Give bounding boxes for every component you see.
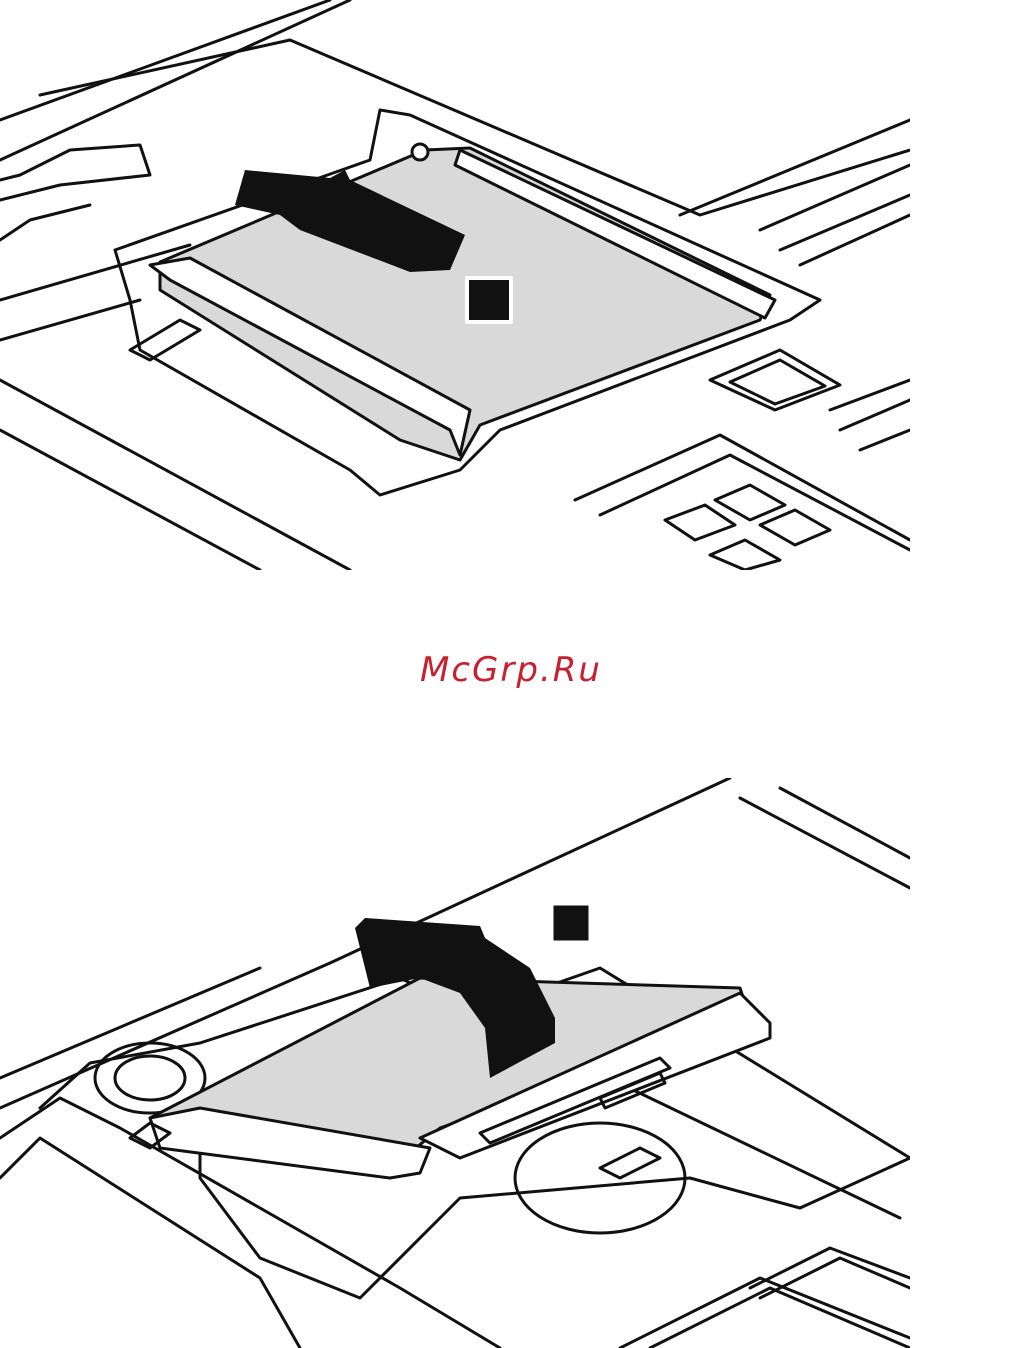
watermark: McGrp.Ru [0, 650, 1022, 690]
laptop-bottom-drawing-top [0, 0, 910, 570]
laptop-bottom-drawing-bottom [0, 778, 910, 1348]
step-badge [552, 904, 590, 942]
illustration-step-lift [0, 778, 910, 1348]
step-badge [467, 278, 511, 322]
memory-slot [575, 435, 910, 550]
illustration-step-slide [0, 0, 910, 570]
watermark-text: McGrp.Ru [420, 650, 602, 690]
